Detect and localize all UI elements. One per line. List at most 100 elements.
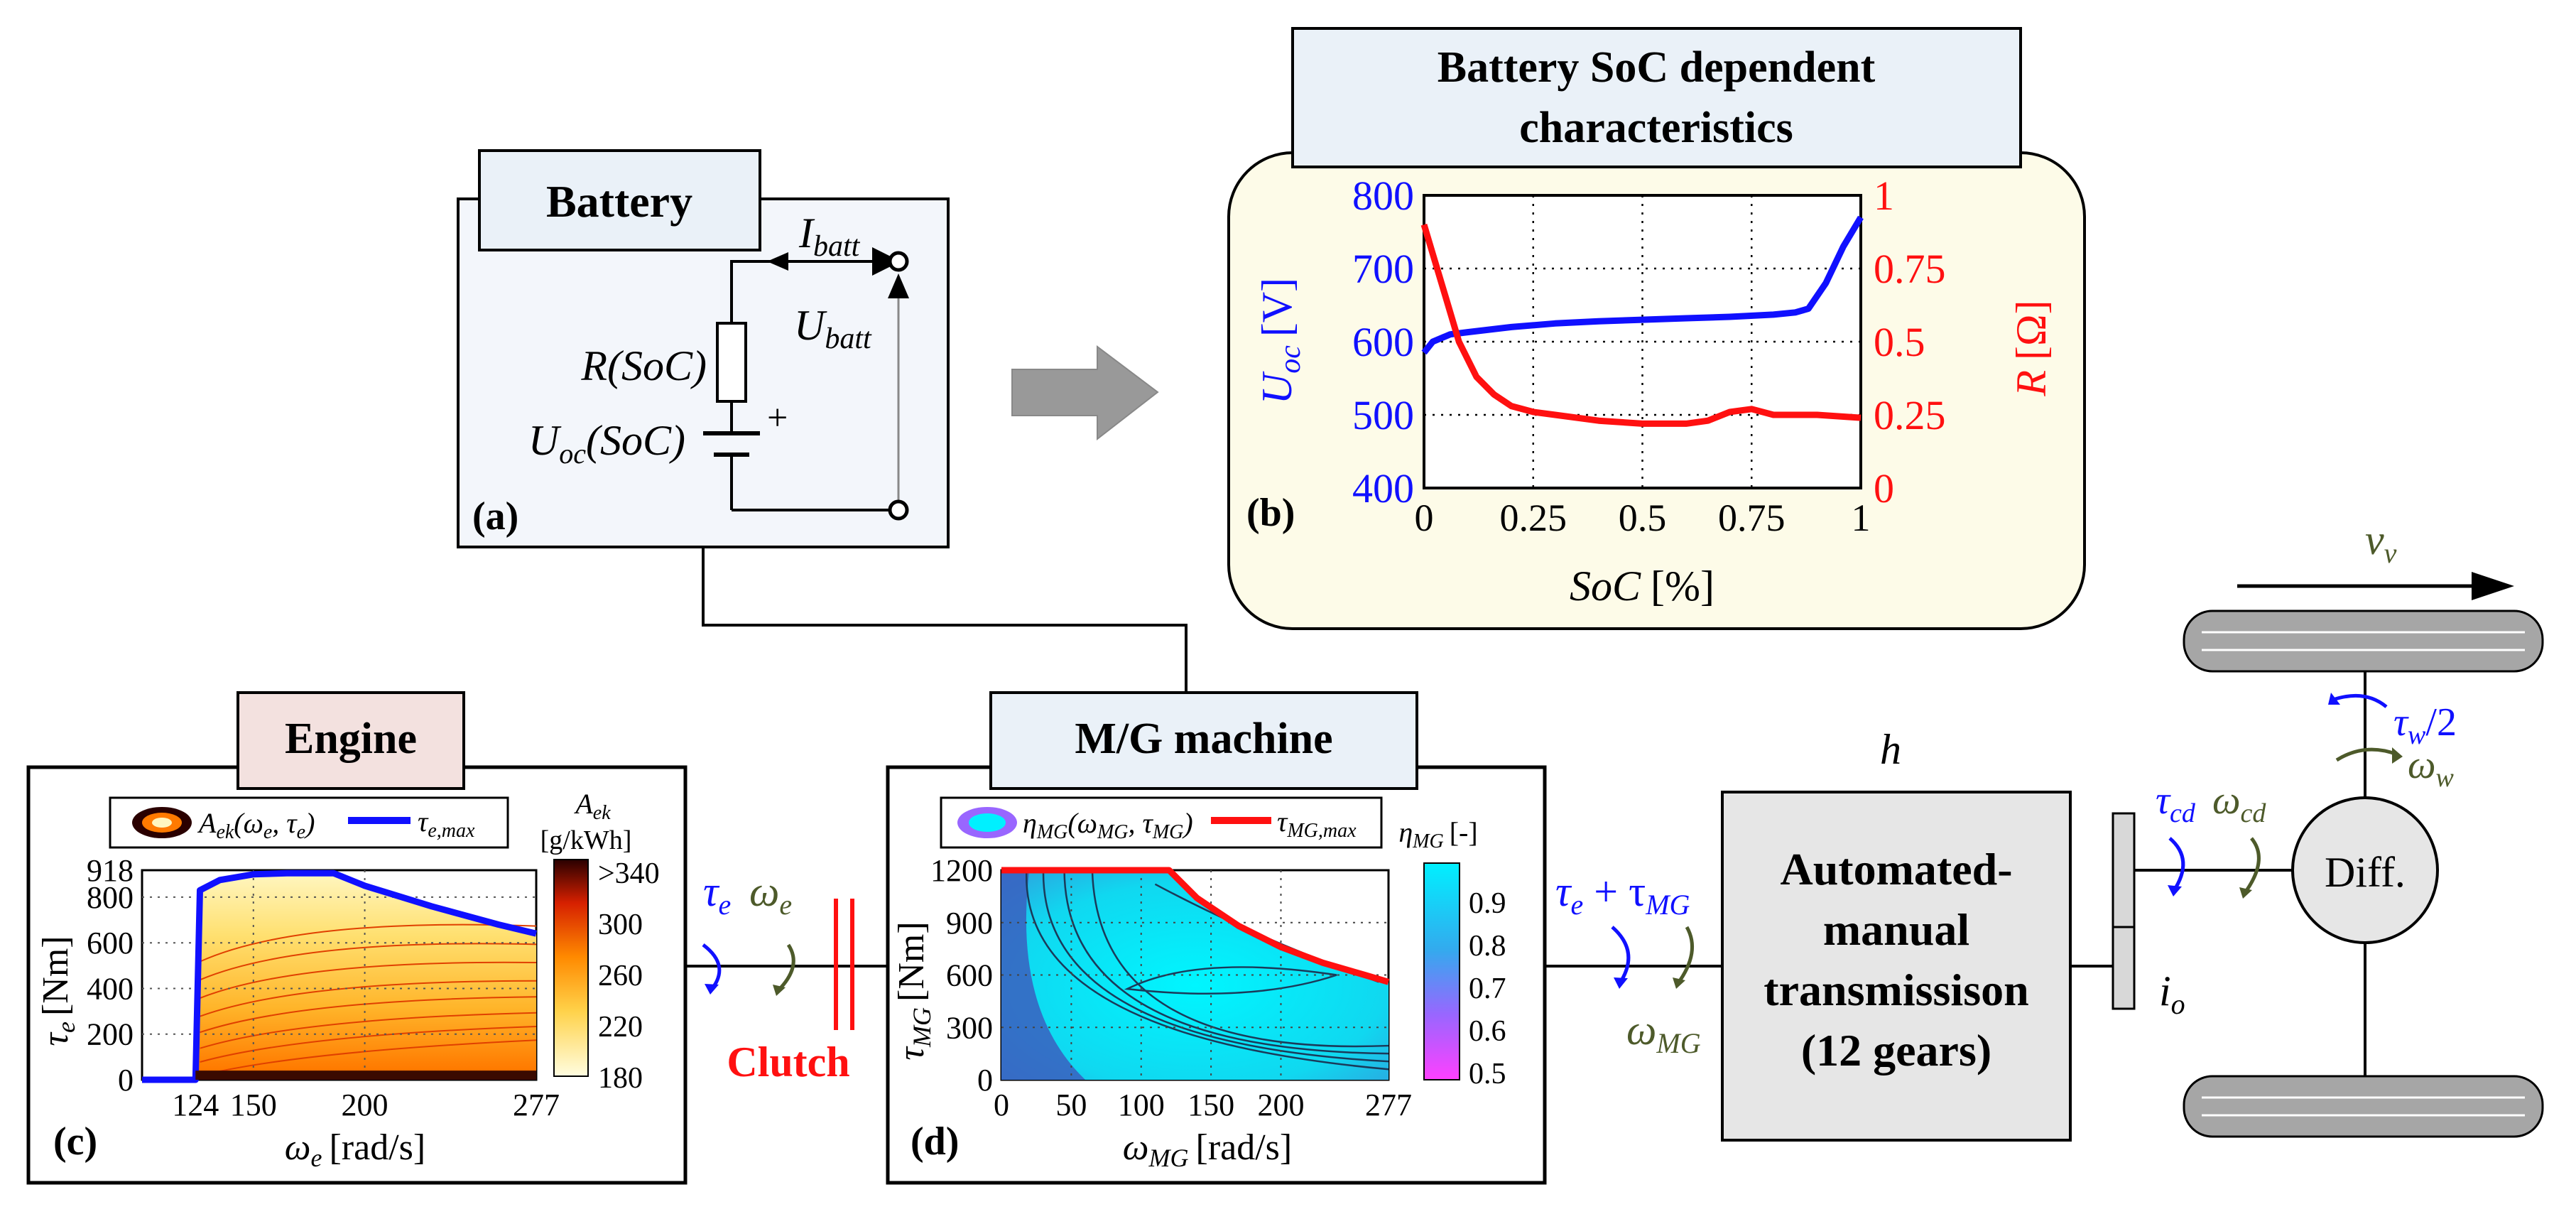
mg-colorbar xyxy=(1423,862,1460,1080)
wheel-bottom xyxy=(2183,1075,2544,1138)
battery-title: Battery xyxy=(546,176,692,227)
uoc-soc-label: Uoc(SoC) xyxy=(528,417,685,470)
soc-x-tick: 0.5 xyxy=(1619,497,1667,539)
engine-colorbar xyxy=(553,859,589,1077)
engine-colorbar-ticks: >340 300 260 220 180 xyxy=(598,857,660,1095)
mg-cbar-title: ηMG[-] xyxy=(1398,816,1477,852)
engine-legend-map-label: Aek(ωe, τe) xyxy=(197,807,315,843)
engine-y-tick: 0 xyxy=(118,1063,134,1098)
engine-contour xyxy=(200,1012,537,1049)
engine-colorbar-tick: >340 xyxy=(598,857,660,890)
soc-left-tick: 800 xyxy=(1352,173,1414,219)
engine-y-tick: 200 xyxy=(87,1017,134,1052)
engine-x-tick: 124 xyxy=(172,1088,219,1122)
final-drive-gear-bottom xyxy=(2112,926,2136,1010)
amt-box xyxy=(1721,791,2072,1142)
mg-title-box xyxy=(989,691,1418,790)
soc-x-tick: 1 xyxy=(1852,497,1871,539)
engine-x-tick: 150 xyxy=(230,1088,277,1122)
plus-sign: + xyxy=(767,398,788,438)
engine-x-tick: 277 xyxy=(513,1088,560,1122)
mg-max-torque-line xyxy=(1001,867,1390,985)
mg-y-tick: 300 xyxy=(946,1010,993,1045)
uoc-axis-label: Uoc[V] xyxy=(1254,278,1307,404)
soc-title-line2: characteristics xyxy=(1519,104,1793,152)
mg-y-tick: 600 xyxy=(946,958,993,993)
mg-max-torque-curve xyxy=(1001,867,1390,985)
engine-colorbar-tick: 180 xyxy=(598,1062,643,1095)
engine-contour-lines xyxy=(200,923,537,1077)
soc-right-tick: 0.25 xyxy=(1874,392,1946,438)
engine-xlabel: ωe[rad/s] xyxy=(285,1127,425,1172)
r-soc-label: R(SoC) xyxy=(580,342,707,389)
final-drive-gear-top xyxy=(2112,812,2136,928)
velocity-arrow-head-icon xyxy=(2472,572,2514,600)
mg-title: M/G machine xyxy=(1075,715,1332,763)
battery-title-box xyxy=(478,149,761,251)
mg-x-tick: 50 xyxy=(1055,1088,1087,1122)
engine-contour xyxy=(200,996,537,1034)
mg-contour xyxy=(1026,869,1389,1071)
r-axis-label: R[Ω] xyxy=(2008,300,2055,396)
battery-panel xyxy=(457,197,950,548)
mg-y-tick: 1200 xyxy=(930,853,993,888)
engine-colorbar-tick: 220 xyxy=(598,1011,643,1044)
soc-left-tick: 400 xyxy=(1352,465,1414,511)
omega-mg-label: ωMG xyxy=(1626,1007,1701,1059)
amt-line3: transmissison xyxy=(1763,965,2028,1015)
h-label: h xyxy=(1880,726,1901,773)
engine-grid xyxy=(142,870,536,1080)
omega-cd-label: ωcd xyxy=(2212,779,2266,828)
tau-cd-rotation-icon xyxy=(2168,837,2185,893)
amt-line1: Automated- xyxy=(1780,844,2012,894)
mg-contour xyxy=(1042,869,1389,1063)
mg-x-tick: 277 xyxy=(1365,1088,1412,1122)
soc-right-tick: 0 xyxy=(1874,465,1894,511)
engine-cbar-unit: [g/kWh] xyxy=(540,825,632,855)
amt-line2: manual xyxy=(1823,904,1969,955)
battery-tag: (a) xyxy=(472,494,518,538)
engine-contour xyxy=(200,1026,537,1063)
engine-tag: (c) xyxy=(53,1120,97,1164)
engine-y-tick: 800 xyxy=(87,880,134,915)
mg-x-tick: 100 xyxy=(1118,1088,1165,1122)
amt-line4: (12 gears) xyxy=(1801,1025,1991,1076)
ibatt-label: Ibatt xyxy=(798,210,861,263)
engine-y-tick: 600 xyxy=(87,926,134,960)
omega-cd-rotation-icon xyxy=(2242,837,2261,895)
engine-cbar-title: Aek xyxy=(573,788,611,824)
tau-sum-label: τe + τMG xyxy=(1555,868,1690,921)
engine-ylabel: τe[Nm] xyxy=(36,936,80,1046)
mg-ylabel: τMG[Nm] xyxy=(891,921,936,1060)
soc-x-tick: 0.75 xyxy=(1718,497,1786,539)
mg-legend-line-label: τMG,max xyxy=(1277,806,1357,842)
soc-grid xyxy=(1424,195,1861,488)
engine-y-tick: 918 xyxy=(87,853,134,888)
soc-right-tick: 0.5 xyxy=(1874,319,1925,365)
omega-w-label: ωw xyxy=(2408,743,2455,793)
soc-left-tick: 600 xyxy=(1352,319,1414,365)
engine-colorbar-tick: 300 xyxy=(598,909,643,941)
engine-legend-line-label: τe,max xyxy=(418,806,475,842)
engine-max-torque-curve xyxy=(142,869,538,1083)
wheel-top xyxy=(2183,610,2544,673)
engine-contour xyxy=(200,943,537,981)
soc-title-box xyxy=(1291,27,2022,168)
clutch-label: Clutch xyxy=(727,1039,849,1085)
mg-y-tick: 0 xyxy=(977,1063,993,1098)
engine-contour xyxy=(200,1039,537,1077)
soc-left-tick: 700 xyxy=(1352,246,1414,292)
mg-grid xyxy=(1001,870,1388,1080)
battery-mg-connector xyxy=(702,547,1188,693)
omega-e-rotation-icon xyxy=(776,943,795,992)
engine-contour xyxy=(200,980,537,1017)
soc-xlabel: SoC[%] xyxy=(1570,563,1714,610)
engine-colorbar-tick: 260 xyxy=(598,960,643,992)
mg-colorbar-tick: 0.7 xyxy=(1469,973,1506,1005)
ubatt-label: Ubatt xyxy=(794,302,872,355)
tau-sum-rotation-icon xyxy=(1611,926,1631,985)
r-series-line xyxy=(1420,223,1862,427)
